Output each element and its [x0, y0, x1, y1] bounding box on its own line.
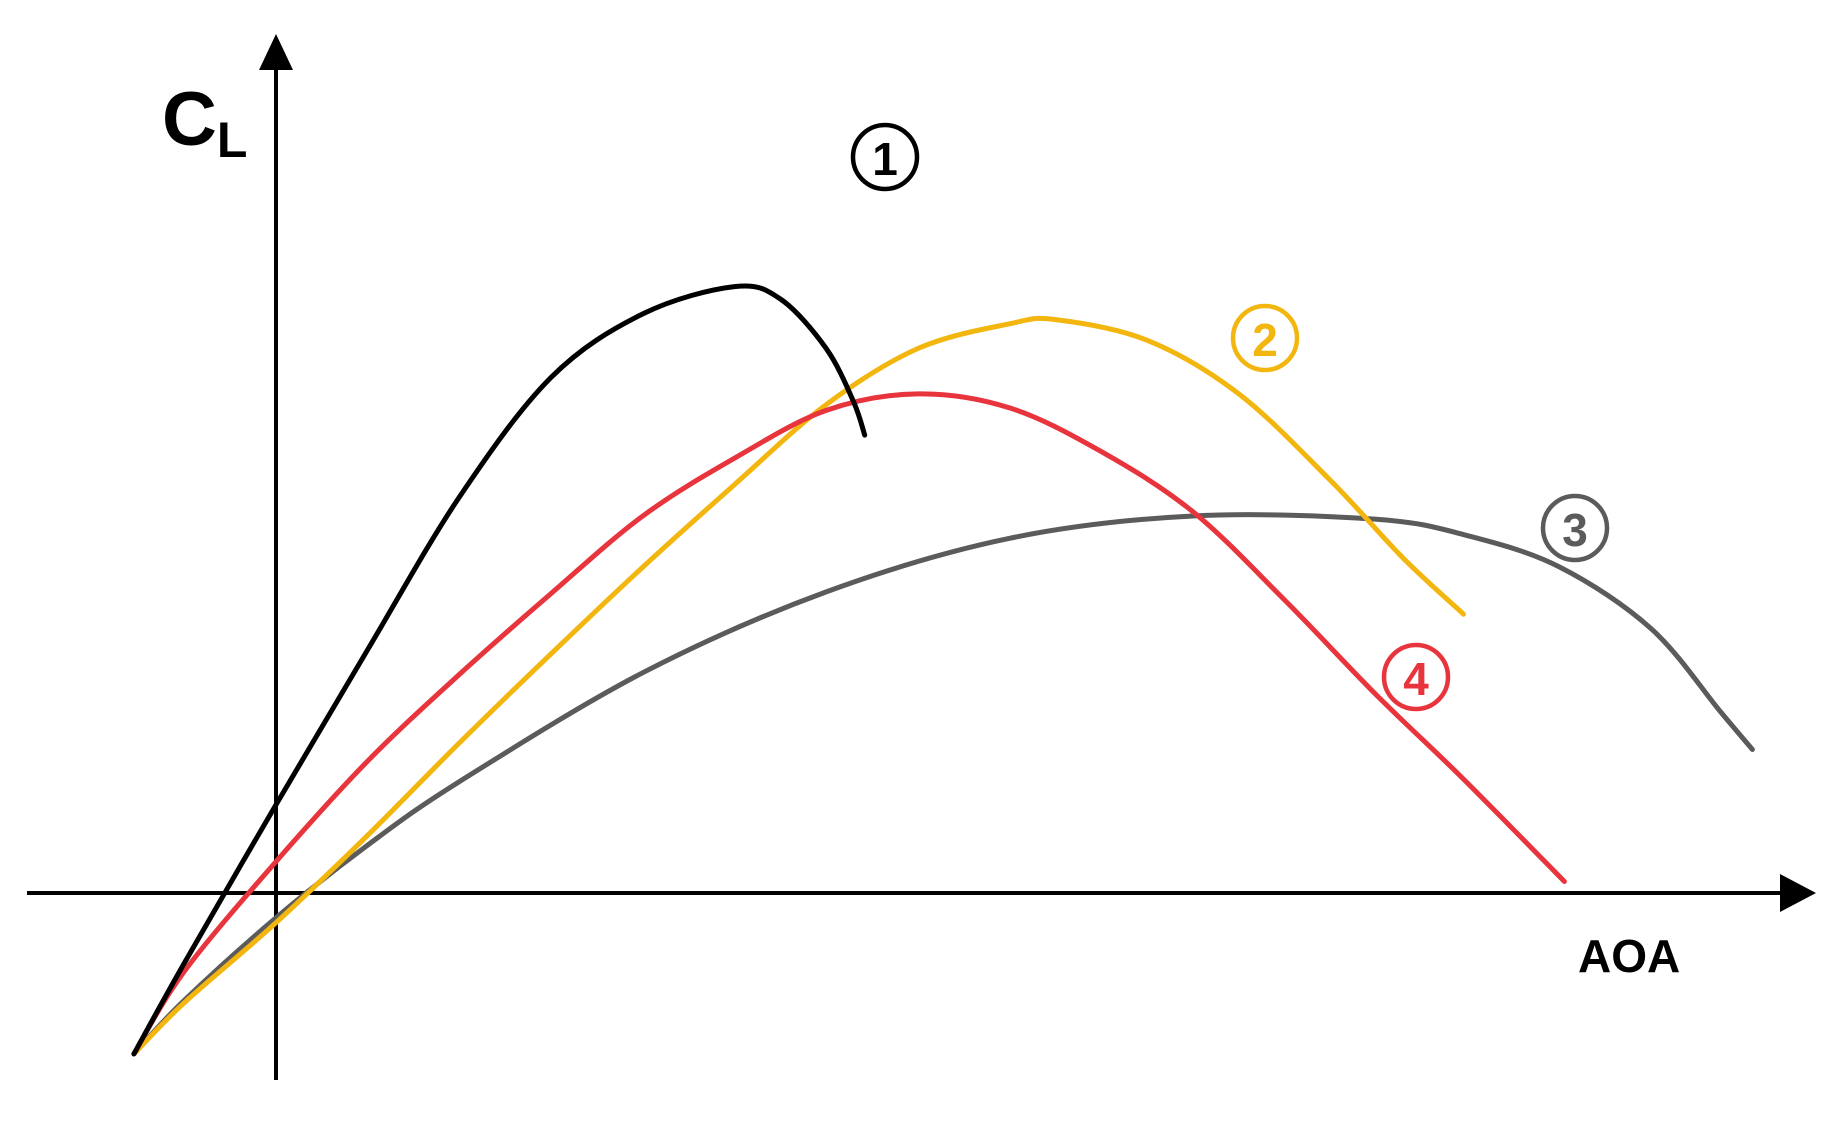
- series-marker-circle-1: [850, 122, 920, 192]
- curve-2: [131, 315, 1466, 1057]
- series-marker-3: 3: [1540, 493, 1610, 563]
- series-marker-label-4: 4: [1403, 653, 1429, 705]
- curve-4: [131, 391, 1567, 1057]
- curves-group: [131, 283, 1755, 1057]
- y-axis-label-subscript: L: [217, 112, 248, 168]
- y-axis-label: CL: [162, 77, 247, 168]
- curve-3: [131, 512, 1755, 1057]
- curve-1: [131, 283, 868, 1057]
- y-axis-arrowhead: [259, 34, 293, 70]
- x-axis-arrowhead: [1780, 874, 1816, 912]
- y-axis-label-main: C: [162, 77, 217, 162]
- y-axis: [259, 34, 293, 1080]
- series-marker-2: 2: [1230, 303, 1300, 373]
- x-axis: [27, 874, 1816, 912]
- series-marker-4: 4: [1381, 642, 1451, 712]
- series-marker-circle-2: [1230, 303, 1300, 373]
- x-axis-label: AOA: [1578, 930, 1680, 982]
- series-marker-circle-4: [1381, 642, 1451, 712]
- series-marker-label-3: 3: [1562, 504, 1588, 556]
- series-marker-label-1: 1: [872, 133, 898, 185]
- series-marker-1: 1: [850, 122, 920, 192]
- series-markers-group: 1 2 3 4: [850, 122, 1610, 712]
- series-marker-circle-3: [1540, 493, 1610, 563]
- series-marker-label-2: 2: [1252, 314, 1278, 366]
